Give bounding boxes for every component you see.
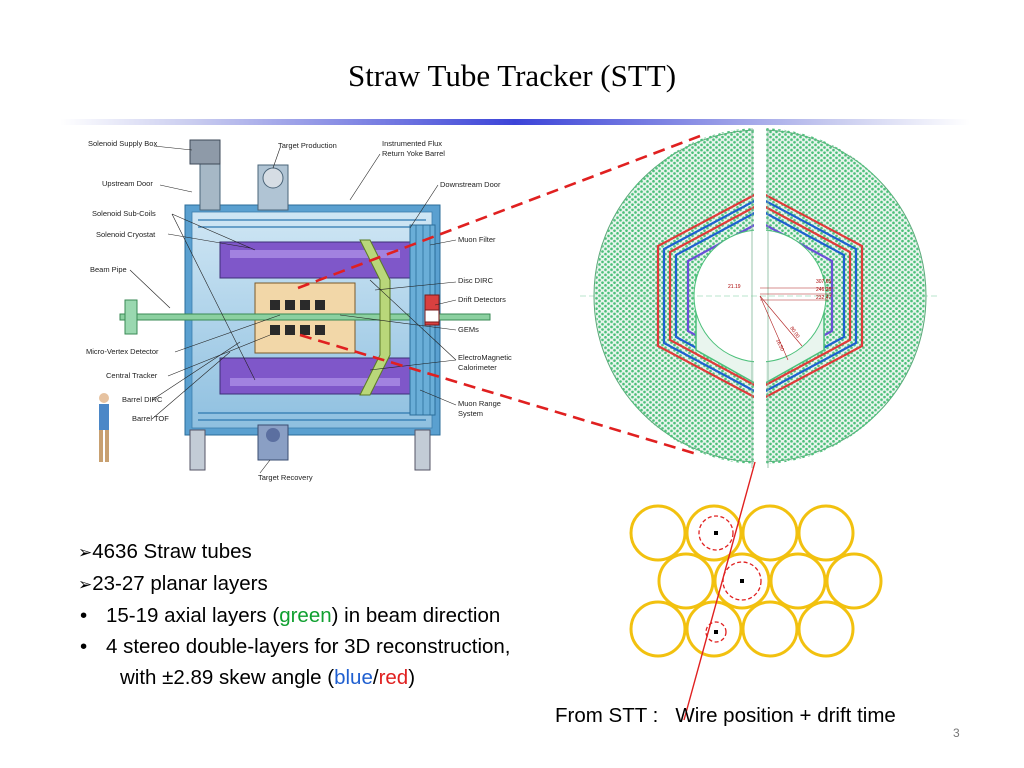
footer-caption: From STT : Wire position + drift time xyxy=(555,704,896,727)
dimension-307-65: 307.65 xyxy=(816,279,832,285)
title-underline xyxy=(60,119,970,125)
label-barrel-tof: Barrel TOF xyxy=(132,414,169,423)
label-solenoid-cryostat: Solenoid Cryostat xyxy=(96,230,156,239)
label-solenoid-sub-coils: Solenoid Sub-Coils xyxy=(92,209,156,218)
label-electromagnetic: ElectroMagnetic xyxy=(458,353,512,362)
straw-tube-cluster xyxy=(629,504,883,658)
page-number: 3 xyxy=(953,726,960,740)
wire-position xyxy=(740,579,744,583)
person-scale-figure xyxy=(99,393,109,462)
dot-bullet-icon: • xyxy=(80,635,88,658)
label-beam-pipe: Beam Pipe xyxy=(90,265,127,274)
label-system: System xyxy=(458,409,483,418)
slide-title: Straw Tube Tracker (STT) xyxy=(347,58,677,93)
label-solenoid-supply-box: Solenoid Supply Box xyxy=(88,139,157,148)
bullet-item: •15-19 axial layers (green) in beam dire… xyxy=(78,600,511,631)
label-micro-vertex-detector: Micro-Vertex Detector xyxy=(86,347,159,356)
label-disc-dirc: Disc DIRC xyxy=(458,276,494,285)
label-return-yoke-barrel: Return Yoke Barrel xyxy=(382,149,445,158)
label-calorimeter: Calorimeter xyxy=(458,363,497,372)
stt-cross-section: 21.19 307.65 246.26 232.47 80.00 16.50 xyxy=(580,128,940,468)
label-target-recovery: Target Recovery xyxy=(258,473,313,482)
bullet-item: •4 stereo double-layers for 3D reconstru… xyxy=(78,631,511,662)
dot-bullet-icon: • xyxy=(80,604,88,627)
label-drift-detectors: Drift Detectors xyxy=(458,295,506,304)
bullet-item: ➢4636 Straw tubes xyxy=(78,540,252,563)
arrow-bullet-icon: ➢ xyxy=(78,543,93,562)
wire-position xyxy=(714,630,718,634)
label-target-production: Target Production xyxy=(278,141,337,150)
panda-detector-drawing: Solenoid Supply Box Upstream Door Soleno… xyxy=(86,139,512,482)
label-central-tracker: Central Tracker xyxy=(106,371,158,380)
label-muon-range: Muon Range xyxy=(458,399,501,408)
label-downstream-door: Downstream Door xyxy=(440,180,501,189)
wire-position xyxy=(714,531,718,535)
bullet-continuation: with ±2.89 skew angle (blue/red) xyxy=(120,666,416,689)
dimension-246-26: 246.26 xyxy=(816,287,832,293)
bullet-item: ➢23-27 planar layers xyxy=(78,572,268,595)
dimension-232-47: 232.47 xyxy=(816,295,832,301)
label-upstream-door: Upstream Door xyxy=(102,179,153,188)
label-muon-filter: Muon Filter xyxy=(458,235,496,244)
dimension-16-50: 16.50 xyxy=(774,338,785,352)
bullet-list: ➢4636 Straw tubes ➢23-27 planar layers •… xyxy=(78,536,511,693)
label-gems: GEMs xyxy=(458,325,479,334)
dimension-21-19: 21.19 xyxy=(728,284,741,290)
arrow-bullet-icon: ➢ xyxy=(78,575,93,594)
label-instrumented-flux: Instrumented Flux xyxy=(382,139,442,148)
label-barrel-dirc: Barrel DIRC xyxy=(122,395,163,404)
